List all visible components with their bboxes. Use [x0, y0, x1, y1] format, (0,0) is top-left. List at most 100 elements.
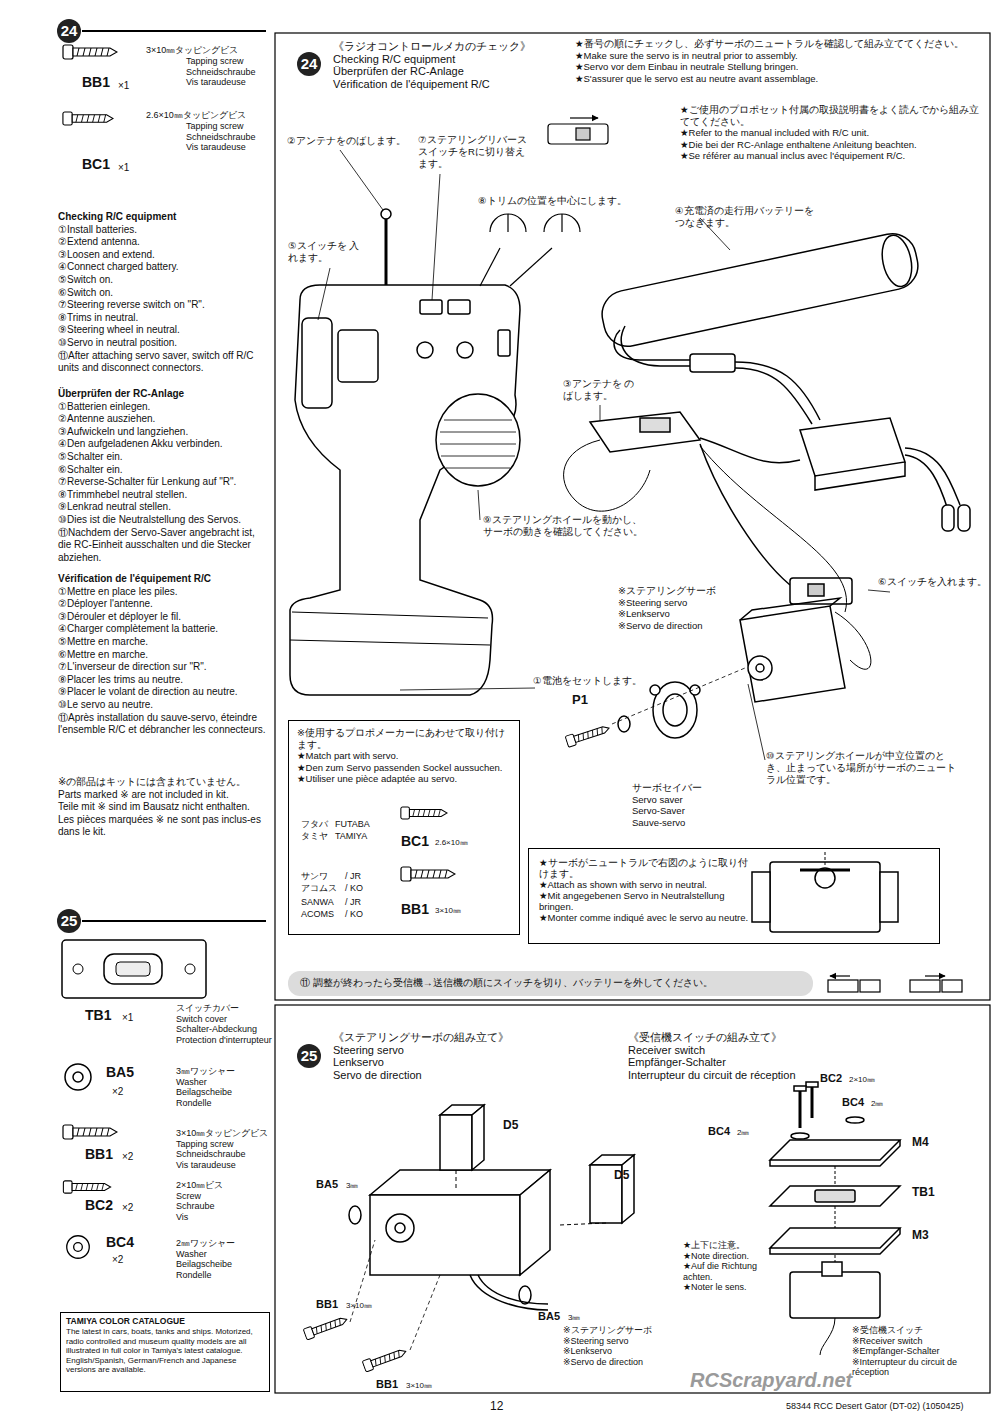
label-text: ★Refer to the manual included with R/C u…: [680, 127, 985, 139]
label-text: ★Se référer au manual inclus avec l'équi…: [680, 150, 985, 162]
text-group: FUTABA: [335, 819, 385, 830]
part-code: M3: [912, 1228, 942, 1242]
text-group: ⑨ステアリングホイールを動かし、サーボの動きを確認してください。: [483, 514, 648, 538]
label-text: ⑨Steering wheel in neutral.: [58, 324, 270, 337]
text-group: RCScrapyard.net: [690, 1368, 850, 1392]
label-text: Screw: [176, 1191, 286, 1202]
text-group: ⑧トリムの位置を中心にします。: [478, 195, 648, 207]
label-text: ⑧Trimmhebel neutral stellen.: [58, 489, 270, 502]
label-text: ※受信機スイッチ: [852, 1325, 984, 1336]
part-code: D5: [614, 1168, 644, 1182]
text-group: 2.6×10㎜タッピングビス: [146, 110, 276, 121]
text-group: 《ラジオコントロールメカのチェック》Checking R/C equipment…: [333, 40, 573, 90]
label-text: 2㎜ワッシャー: [176, 1238, 286, 1249]
label-text: ④充電済の走行用バッテリーを つなぎます。: [675, 205, 825, 229]
text-group: ④充電済の走行用バッテリーを つなぎます。: [675, 205, 825, 229]
label-text: ★Make sure the servo is in neutral prior…: [575, 50, 987, 62]
part-code: BC4: [106, 1234, 146, 1250]
label-text: ②Déployer l'antenne.: [58, 598, 270, 611]
text-group: / KO: [345, 883, 375, 894]
text-group: BC1: [82, 156, 122, 172]
label-text: 12: [490, 1399, 514, 1413]
label-text: ★Den zum Servo passenden Sockel aussuche…: [297, 762, 513, 774]
text-group: ×1: [118, 80, 138, 92]
part-code: M4: [912, 1135, 942, 1149]
label-text: Rondelle: [176, 1098, 286, 1109]
label-text: Washer: [176, 1077, 286, 1088]
text-group: ★ご使用のプロポセット付属の取扱説明書をよく読んでから組み立ててください。★Re…: [680, 104, 985, 162]
label-text: ★Utiliser une pièce adaptée au servo.: [297, 773, 513, 785]
part-code: BA5: [538, 1310, 570, 1323]
label-text: Les pièces marquées ※ ne sont pas inclus…: [58, 814, 270, 839]
text-group: BA5: [106, 1064, 146, 1080]
label-text: ⑪Après installation du sauve-servo, étei…: [58, 712, 270, 737]
label-text: ★Monter comme indiqué avec le servo au n…: [539, 912, 749, 923]
label-text: Überprüfen der RC-Anlage: [333, 65, 573, 78]
text-group: ★番号の順にチェックし、必ずサーボのニュートラルを確認して組み立ててください。★…: [575, 38, 987, 84]
note-box: TAMIYA COLOR CATALOGUEThe latest in cars…: [60, 1312, 270, 1392]
text-group: BA5: [316, 1178, 348, 1191]
label-text: サンワ: [301, 871, 343, 882]
note-box: ※使用するプロポメーカーにあわせて取り付けます。★Match part with…: [288, 720, 520, 935]
text-group: 3×10㎜: [435, 906, 505, 916]
label-text: 2.6×10㎜: [435, 838, 505, 848]
text-group: ⑪ 調整が終わったら受信機→送信機の順にスイッチを切り、バッテリーを外してくださ…: [300, 977, 805, 989]
text-group: D5: [614, 1168, 644, 1182]
label-text: The latest in cars, boats, tanks and shi…: [66, 1327, 264, 1375]
label-text: ACOMS: [301, 909, 343, 920]
step-number: 24: [297, 52, 321, 76]
part-code: BC1: [82, 156, 122, 172]
label-text: ①Mettre en place les piles.: [58, 586, 270, 599]
label-text: ★Die bei der RC-Anlage enthaltene Anleit…: [680, 139, 985, 151]
text-group: P1: [572, 692, 602, 708]
text-group: ★上下に注意。★Note direction.★Auf die Richtung…: [683, 1240, 778, 1293]
label-text: Teile mit ※ sind im Bausatz nicht enthal…: [58, 801, 270, 814]
label-text: 《受信機スイッチの組み立て》: [628, 1031, 798, 1044]
label-text: ⑧Trims in neutral.: [58, 312, 270, 325]
label-text: ⑤Schalter ein.: [58, 451, 270, 464]
text-group: ※使用するプロポメーカーにあわせて取り付けます。★Match part with…: [297, 727, 513, 785]
text-group: Tapping screwSchneidschraubeVis taraudeu…: [186, 56, 276, 88]
label-text: 58344 RCC Desert Gator (DT-02) (1050425): [786, 1400, 998, 1412]
text-group: 3㎜ワッシャーWasherBeilagscheibeRondelle: [176, 1066, 286, 1108]
text-group: Checking R/C equipment①Install batteries…: [58, 211, 270, 375]
label-text: Vis taraudeuse: [186, 77, 276, 88]
label-text: 3㎜ワッシャー: [176, 1066, 286, 1077]
text-group: / KO: [345, 909, 375, 920]
label-text: Empfänger-Schalter: [628, 1056, 798, 1069]
label-text: Schneidschraube: [186, 132, 276, 143]
label-text: ③Dérouler et déployer le fil.: [58, 611, 270, 624]
part-code: BC2: [85, 1197, 125, 1213]
label-text: 3×10㎜タッピングビス: [146, 45, 276, 56]
label-text: ×1: [118, 162, 138, 174]
label-text: ②アンテナをのばします。: [287, 135, 415, 147]
receiver-switch-assembly: [770, 1082, 900, 1355]
label-text: ⑨ステアリングホイールを動かし、サーボの動きを確認してください。: [483, 514, 648, 538]
text-group: TAMIYA: [335, 831, 385, 842]
label-text: ⑦Reverse-Schalter für Lenkung auf "R".: [58, 476, 270, 489]
text-group: 24: [57, 19, 81, 43]
label-text: ★S'assurer que le servo est au neutre av…: [575, 73, 987, 85]
text-group: ×2: [122, 1202, 142, 1214]
label-text: ★Match part with servo.: [297, 750, 513, 762]
text-group: Überprüfen der RC-Anlage①Batterien einle…: [58, 388, 270, 564]
label-text: ×1: [118, 80, 138, 92]
label-text: ⑦ステアリングリバース スイッチをRに切り替え ます。: [418, 134, 533, 170]
step-number: 25: [57, 909, 81, 933]
label-text: Checking R/C equipment: [58, 211, 270, 224]
label-text: ⑪ 調整が終わったら受信機→送信機の順にスイッチを切り、バッテリーを外してくださ…: [300, 977, 805, 989]
label-text: 2㎜: [737, 1128, 767, 1138]
label-text: ⑦L'inverseur de direction sur "R".: [58, 661, 270, 674]
label-text: 2×10㎜ビス: [176, 1180, 286, 1191]
label-text: ※Empfänger-Schalter: [852, 1346, 984, 1357]
text-group: 3㎜: [346, 1181, 376, 1191]
label-text: / KO: [345, 883, 375, 894]
label-text: ★上下に注意。: [683, 1240, 778, 1251]
text-group: SANWA: [301, 897, 343, 908]
step-number: 25: [297, 1044, 321, 1068]
part-code: BC4: [842, 1096, 874, 1109]
text-group: ⑩ステアリングホイールが中立位置のとき、止まっている場所がサーボのニュートラル位…: [766, 750, 961, 786]
label-text: FUTABA: [335, 819, 385, 830]
label-text: ×2: [122, 1151, 142, 1163]
label-text: サーボセイバー: [632, 782, 732, 794]
